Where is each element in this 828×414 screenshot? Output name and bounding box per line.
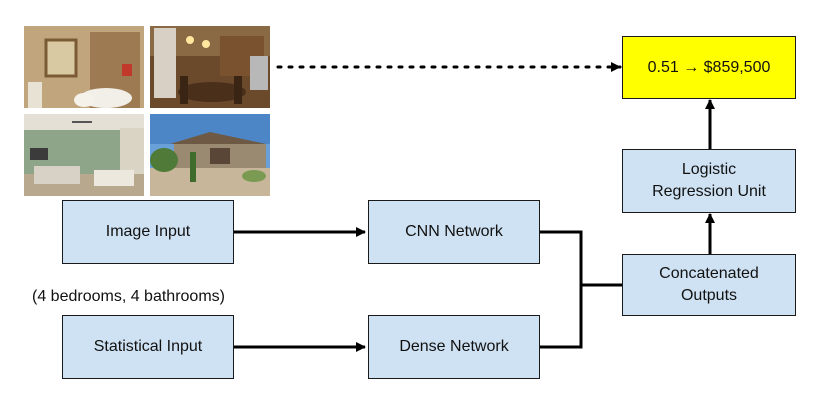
line-dense-to-merge [540,285,583,349]
result-label: 0.51 → $859,500 [647,58,771,76]
cnn-network-box: CNN Network [368,200,540,264]
logistic-label-line2: Regression Unit [652,183,766,200]
image-input-box: Image Input [62,200,234,264]
logistic-regression-box: Logistic Regression Unit [622,149,796,213]
image-input-label: Image Input [105,223,191,240]
statistical-input-label: Statistical Input [93,338,203,355]
concatenated-outputs-box: Concatenated Outputs [622,254,796,316]
line-cnn-to-merge [540,230,583,285]
logistic-label-line1: Logistic [681,161,737,178]
house-exterior-photo [150,114,270,196]
dense-network-box: Dense Network [368,315,540,379]
concatenated-label-line2: Outputs [680,287,738,304]
dense-network-label: Dense Network [399,338,509,355]
concatenated-label-line1: Concatenated [659,265,759,282]
kitchen-photo [150,26,270,108]
result-box: 0.51 → $859,500 [622,36,796,99]
cnn-network-label: CNN Network [405,223,503,240]
bedroom-photo [24,114,144,196]
statistical-input-box: Statistical Input [62,315,234,379]
bathroom-photo [24,26,144,108]
statistical-note: (4 bedrooms, 4 bathrooms) [32,288,225,305]
